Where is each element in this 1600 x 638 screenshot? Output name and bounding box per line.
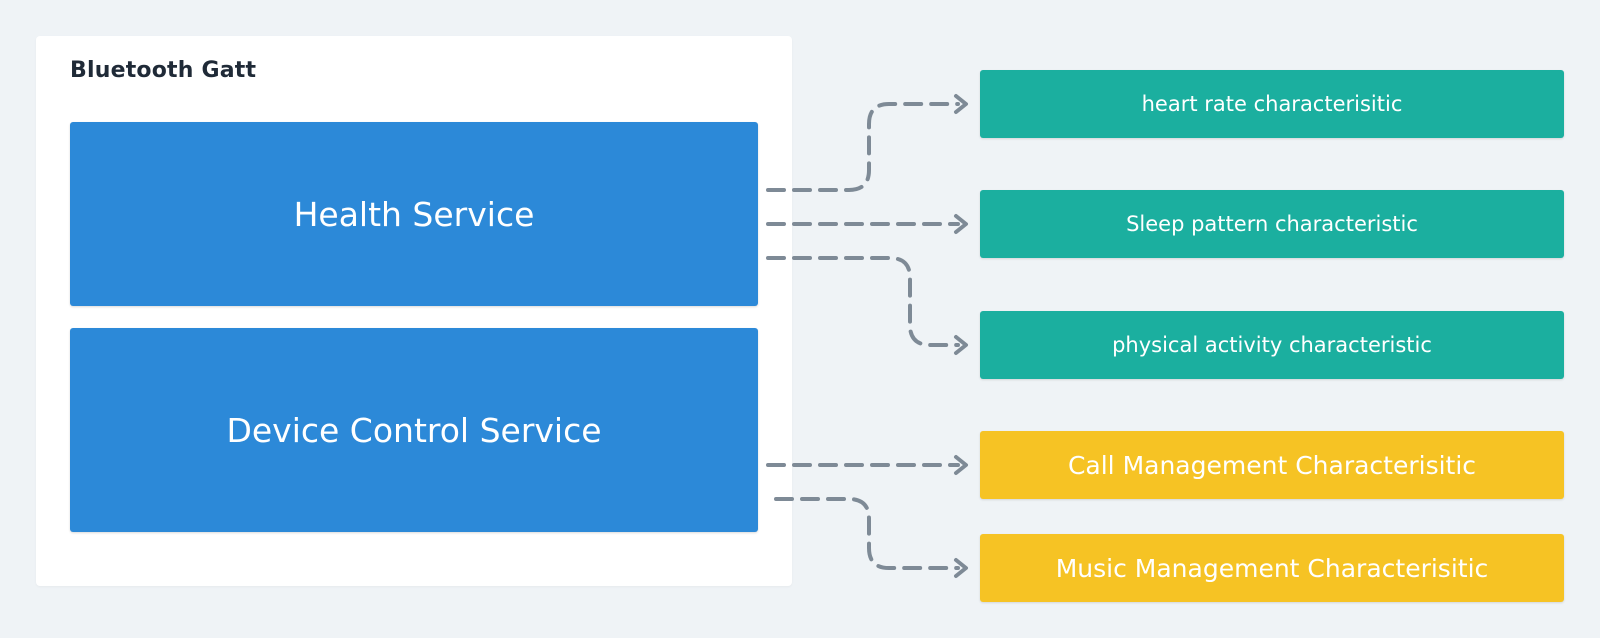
characteristic-music-management-label: Music Management Characterisitic [1055,553,1489,583]
connector-health-to-heart-rate [766,102,960,192]
bluetooth-gatt-container: Bluetooth Gatt Health Service Device Con… [36,36,792,586]
device-control-service-box[interactable]: Device Control Service [70,328,758,532]
arrowhead-sleep [954,214,968,234]
device-control-service-label: Device Control Service [226,410,602,450]
characteristic-sleep-pattern-label: Sleep pattern characteristic [1126,212,1418,236]
characteristic-sleep-pattern[interactable]: Sleep pattern characteristic [980,190,1564,258]
arrowhead-call [954,455,968,475]
arrowhead-physical [954,335,968,355]
characteristic-physical-activity-label: physical activity characteristic [1112,333,1432,357]
arrowhead-music [954,558,968,578]
health-service-box[interactable]: Health Service [70,122,758,306]
health-service-label: Health Service [293,194,535,234]
characteristic-call-management[interactable]: Call Management Characterisitic [980,431,1564,499]
characteristic-call-management-label: Call Management Characterisitic [1067,450,1477,480]
arrowhead-heart-rate [954,94,968,114]
characteristic-physical-activity[interactable]: physical activity characteristic [980,311,1564,379]
connector-device-to-music [774,497,960,570]
gatt-title: Bluetooth Gatt [70,58,257,83]
characteristic-heart-rate-label: heart rate characterisitic [1141,92,1403,116]
connector-health-to-physical [766,256,960,347]
characteristic-music-management[interactable]: Music Management Characterisitic [980,534,1564,602]
characteristic-heart-rate[interactable]: heart rate characterisitic [980,70,1564,138]
